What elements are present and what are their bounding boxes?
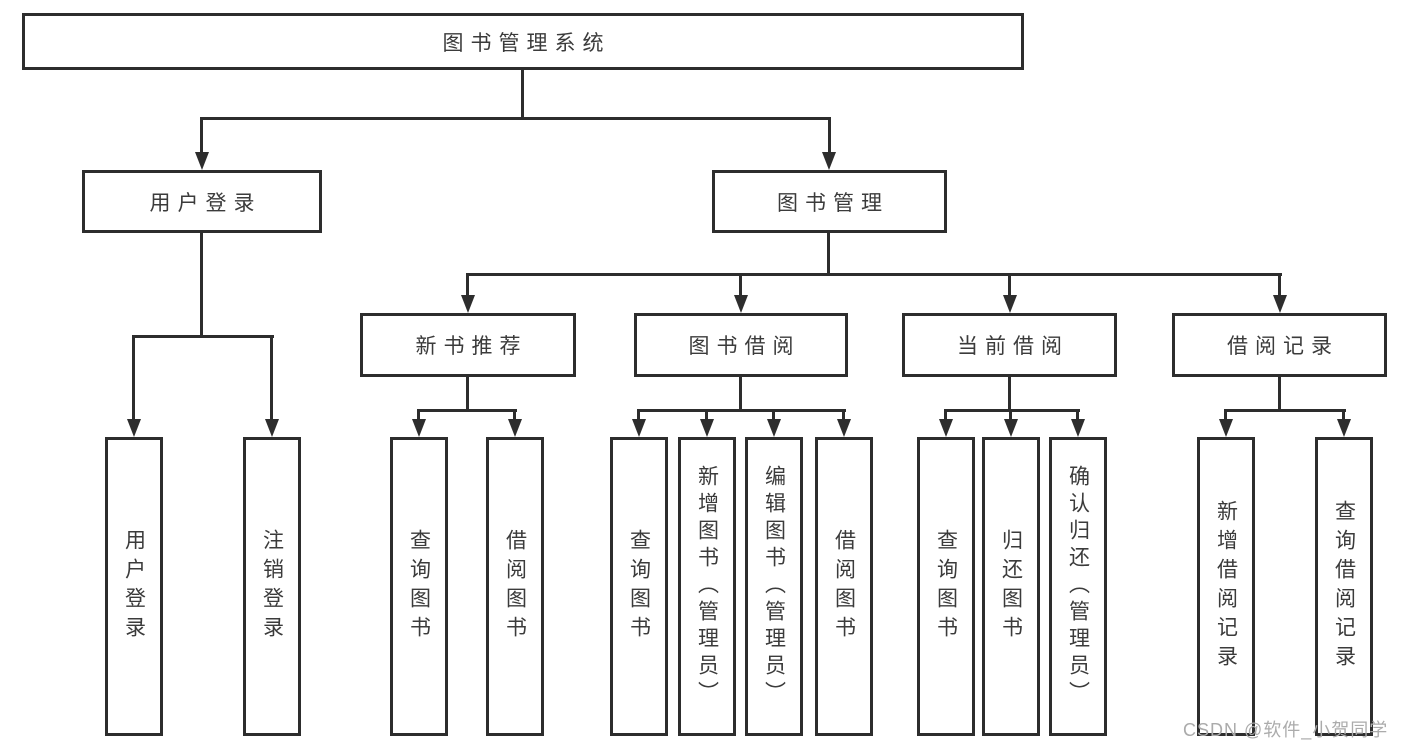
connector-line [513, 409, 516, 419]
connector-line [637, 409, 640, 419]
node-new-book-recommend: 新书推荐 [360, 313, 576, 377]
connector-line [132, 335, 274, 338]
arrowhead-down-icon [461, 295, 475, 313]
connector-line [739, 377, 742, 411]
arrowhead-down-icon [939, 419, 953, 437]
arrowhead-down-icon [127, 419, 141, 437]
arrowhead-down-icon [632, 419, 646, 437]
node-book-management: 图书管理 [712, 170, 947, 233]
connector-line [1009, 409, 1012, 419]
arrowhead-down-icon [837, 419, 851, 437]
leaf-query-borrow-record-label: 查询借阅记录 [1332, 499, 1356, 674]
leaf-confirm-return-admin-label: 确认归还（管理员） [1066, 465, 1090, 708]
connector-line [1008, 273, 1011, 295]
leaf-borrow-books: 借阅图书 [815, 437, 873, 736]
connector-line [466, 273, 469, 295]
connector-line [1076, 409, 1079, 419]
connector-line [200, 117, 831, 120]
connector-line [200, 233, 203, 337]
arrowhead-down-icon [1071, 419, 1085, 437]
arrowhead-down-icon [700, 419, 714, 437]
leaf-user-login-label: 用户登录 [122, 528, 146, 645]
leaf-logout: 注销登录 [243, 437, 301, 736]
arrowhead-down-icon [1004, 419, 1018, 437]
leaf-borrow-books-recommend: 借阅图书 [486, 437, 544, 736]
arrowhead-down-icon [508, 419, 522, 437]
connector-line [828, 117, 831, 152]
leaf-query-books-borrow-label: 查询图书 [627, 528, 651, 645]
leaf-edit-book-admin: 编辑图书（管理员） [745, 437, 803, 736]
connector-line [944, 409, 1080, 412]
leaf-add-borrow-record: 新增借阅记录 [1197, 437, 1255, 736]
connector-line [1278, 377, 1281, 411]
csdn-watermark: CSDN @软件_小贺同学 [1183, 720, 1389, 740]
leaf-query-books-current-label: 查询图书 [934, 528, 958, 645]
arrowhead-down-icon [1219, 419, 1233, 437]
node-borrow-records: 借阅记录 [1172, 313, 1387, 377]
leaf-confirm-return-admin: 确认归还（管理员） [1049, 437, 1107, 736]
connector-line [132, 335, 135, 419]
connector-line [466, 377, 469, 411]
leaf-query-books-borrow: 查询图书 [610, 437, 668, 736]
connector-line [827, 233, 830, 275]
connector-line [200, 117, 203, 152]
arrowhead-down-icon [822, 152, 836, 170]
connector-line [705, 409, 708, 419]
node-root: 图书管理系统 [22, 13, 1024, 70]
connector-line [772, 409, 775, 419]
leaf-edit-book-admin-label: 编辑图书（管理员） [762, 465, 786, 708]
leaf-borrow-books-label: 借阅图书 [832, 528, 856, 645]
connector-line [1008, 377, 1011, 411]
arrowhead-down-icon [734, 295, 748, 313]
node-current-borrow: 当前借阅 [902, 313, 1117, 377]
leaf-add-borrow-record-label: 新增借阅记录 [1214, 499, 1238, 674]
arrowhead-down-icon [265, 419, 279, 437]
node-book-borrow: 图书借阅 [634, 313, 848, 377]
leaf-query-borrow-record: 查询借阅记录 [1315, 437, 1373, 736]
node-user-login: 用户登录 [82, 170, 322, 233]
connector-line [1224, 409, 1227, 419]
leaf-borrow-books-recommend-label: 借阅图书 [503, 528, 527, 645]
leaf-logout-label: 注销登录 [260, 528, 284, 645]
connector-line [1224, 409, 1346, 412]
connector-line [944, 409, 947, 419]
leaf-return-books: 归还图书 [982, 437, 1040, 736]
leaf-add-book-admin: 新增图书（管理员） [678, 437, 736, 736]
connector-line [637, 409, 846, 412]
arrowhead-down-icon [767, 419, 781, 437]
arrowhead-down-icon [1273, 295, 1287, 313]
leaf-query-books-recommend-label: 查询图书 [407, 528, 431, 645]
leaf-user-login: 用户登录 [105, 437, 163, 736]
connector-line [417, 409, 517, 412]
connector-line [1278, 273, 1281, 295]
leaf-add-book-admin-label: 新增图书（管理员） [695, 465, 719, 708]
connector-line [466, 273, 1282, 276]
connector-line [842, 409, 845, 419]
arrowhead-down-icon [195, 152, 209, 170]
connector-line [417, 409, 420, 419]
connector-line [521, 70, 524, 117]
arrowhead-down-icon [412, 419, 426, 437]
leaf-return-books-label: 归还图书 [999, 528, 1023, 645]
connector-line [1342, 409, 1345, 419]
connector-line [739, 273, 742, 295]
leaf-query-books-recommend: 查询图书 [390, 437, 448, 736]
leaf-query-books-current: 查询图书 [917, 437, 975, 736]
arrowhead-down-icon [1003, 295, 1017, 313]
arrowhead-down-icon [1337, 419, 1351, 437]
connector-line [270, 335, 273, 419]
